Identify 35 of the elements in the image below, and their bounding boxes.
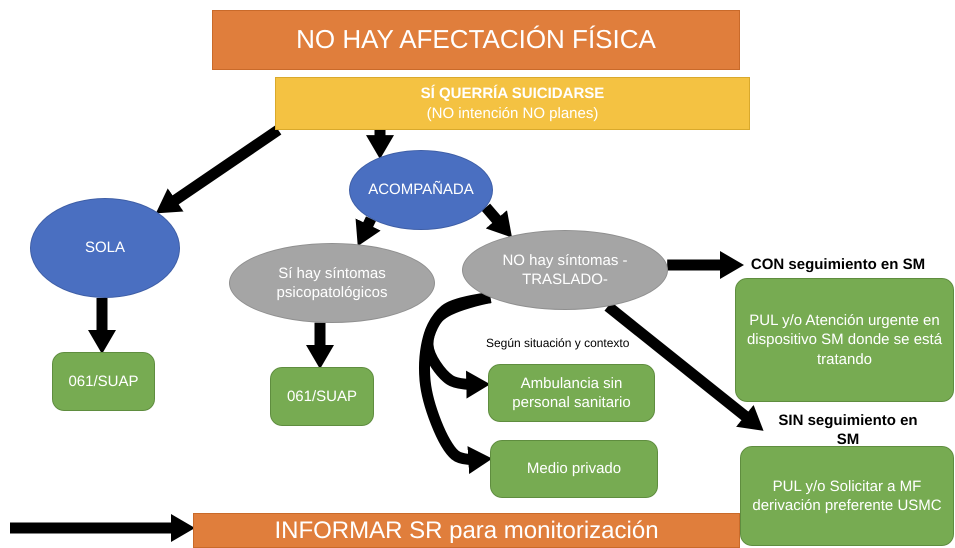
title-banner: [212, 10, 740, 70]
node-text: (NO intención NO planes): [426, 104, 600, 123]
arrow: [306, 322, 334, 369]
arrow: [88, 298, 116, 354]
node-text: SOLA: [84, 238, 126, 258]
node-text: Ambulancia sin personal sanitario: [511, 374, 632, 412]
node-heading: SÍ QUERRÍA SUICIDARSE: [420, 84, 606, 104]
arrow: [482, 204, 512, 238]
note-text: Según situación y contexto: [486, 336, 630, 350]
process-box: [488, 364, 655, 422]
process-box: [52, 352, 155, 411]
node-text: NO HAY AFECTACIÓN FÍSICA: [295, 23, 657, 56]
node-text: PUL y/o Solicitar a MF derivación preferente USMC: [751, 476, 943, 516]
node-text: PUL y/o Atención urgente en dispositivo SM donde se está tratando: [746, 310, 944, 370]
arrow: [667, 251, 744, 279]
arrow: [10, 514, 195, 542]
node-text: INFORMAR SR para monitorización: [273, 516, 660, 546]
process-box: [270, 367, 374, 426]
process-box: [490, 440, 658, 498]
process-box: [735, 278, 954, 402]
node-text: 061/SUAP: [67, 372, 140, 392]
process-box: [740, 446, 954, 546]
node-text: ACOMPAÑADA: [367, 180, 475, 200]
arrow: [366, 130, 394, 160]
heading-text: CON seguimiento en SM: [750, 255, 926, 275]
arrow: [604, 302, 764, 431]
arrow: [156, 125, 282, 214]
node-text: Medio privado: [526, 459, 622, 479]
node-text: Sí hay síntomas psicopatológicos: [276, 264, 388, 302]
heading-text: SIN seguimiento en SM: [777, 410, 919, 450]
node-text: 061/SUAP: [286, 386, 358, 406]
node-text: NO hay síntomas -TRASLADO-: [501, 250, 629, 290]
process-box: [275, 77, 750, 130]
banner: [193, 513, 740, 548]
arrow: [356, 216, 381, 246]
